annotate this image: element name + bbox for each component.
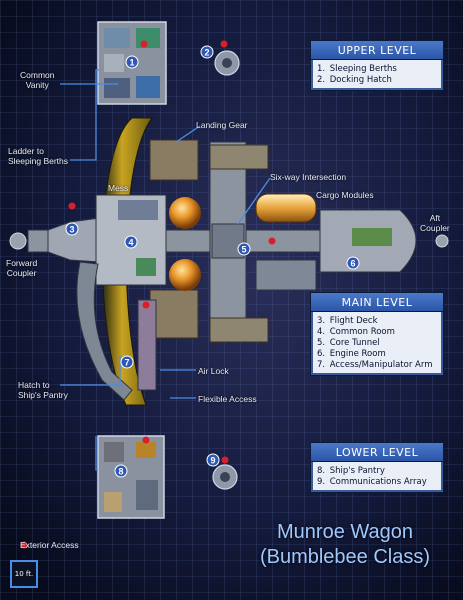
svg-text:1: 1 — [129, 58, 134, 68]
svg-text:7: 7 — [124, 358, 129, 368]
orange-sphere-upper — [169, 197, 201, 229]
cargo-module-upper — [255, 193, 317, 223]
label-hatch-to-ships-pantry: Hatch to Ship's Pantry — [18, 380, 68, 400]
marker-6: 6 — [346, 256, 360, 270]
map-title: Munroe Wagon (Bumblebee Class) — [250, 520, 440, 570]
svg-text:5: 5 — [241, 245, 246, 255]
legend-item: 6. Engine Room — [317, 349, 386, 359]
yellow-hull-ring — [101, 117, 154, 406]
map-title-line2: (Bumblebee Class) — [259, 546, 431, 568]
legend-lower-title: LOWER LEVEL — [311, 443, 443, 462]
label-landing-gear: Landing Gear — [196, 120, 248, 130]
scale-box: 10 ft. — [10, 560, 38, 588]
area-number-markers: 1 2 3 4 5 6 7 8 9 — [65, 45, 360, 478]
ships-pantry-room — [97, 435, 165, 519]
docking-hatch — [214, 50, 240, 76]
svg-text:9: 9 — [210, 456, 215, 466]
marker-7: 7 — [120, 355, 134, 369]
label-flexible-access: Flexible Access — [198, 394, 257, 404]
mess-area — [118, 200, 158, 220]
legend-item: 4. Common Room — [317, 327, 395, 337]
legend-item: 3. Flight Deck — [317, 316, 378, 326]
upper-cargo-pod — [209, 144, 269, 170]
aft-coupler — [435, 234, 449, 248]
legend-main-level: MAIN LEVEL 3. Flight Deck 4. Common Room… — [310, 292, 444, 376]
svg-text:3: 3 — [69, 225, 74, 235]
exterior-access-legend: Exterior Access — [20, 540, 79, 550]
legend-item: 1. Sleeping Berths — [317, 64, 397, 74]
label-six-way-intersection: Six-way Intersection — [270, 172, 347, 182]
legend-item: 8. Ship's Pantry — [317, 466, 385, 476]
sleeping-berths-room — [97, 21, 167, 105]
flexible-access-tube — [137, 299, 157, 391]
svg-text:6: 6 — [350, 259, 355, 269]
orange-sphere-lower — [169, 259, 201, 291]
legend-lower-level: LOWER LEVEL 8. Ship's Pantry 9. Communic… — [310, 442, 444, 493]
svg-text:8: 8 — [118, 467, 123, 477]
legend-item: 7. Access/Manipulator Arm — [317, 360, 433, 370]
label-cargo-modules: Cargo Modules — [316, 190, 374, 200]
green-console — [136, 258, 156, 276]
map-title-line1: Munroe Wagon — [277, 521, 413, 543]
manipulator-arm — [76, 261, 133, 401]
label-mess: Mess — [108, 183, 129, 193]
legend-upper-title: UPPER LEVEL — [311, 41, 443, 60]
exterior-access-dots — [20, 40, 276, 549]
marker-9: 9 — [206, 453, 220, 467]
lower-cargo-pod — [209, 317, 269, 343]
label-forward-coupler: Forward Coupler — [6, 258, 38, 278]
legend-item: 5. Core Tunnel — [317, 338, 380, 348]
legend-item: 2. Docking Hatch — [317, 75, 392, 85]
legend-item: 9. Communications Array — [317, 477, 427, 487]
svg-text:4: 4 — [128, 238, 133, 248]
legend-upper-level: UPPER LEVEL 1. Sleeping Berths 2. Dockin… — [310, 40, 444, 91]
marker-8: 8 — [114, 464, 128, 478]
label-ladder-to-sleeping-berths: Ladder to Sleeping Berths — [8, 146, 69, 166]
label-common-vanity: Common Vanity — [20, 70, 55, 90]
marker-3: 3 — [65, 222, 79, 236]
label-aft-coupler: Aft Coupler — [420, 213, 450, 233]
forward-coupler — [9, 232, 27, 250]
marker-1: 1 — [125, 55, 139, 69]
engine-core — [352, 228, 392, 246]
marker-2: 2 — [200, 45, 214, 59]
landing-gear-block-lower — [149, 289, 199, 339]
label-air-lock: Air Lock — [198, 366, 229, 376]
legend-main-title: MAIN LEVEL — [311, 293, 443, 312]
landing-gear-block — [149, 139, 199, 181]
cargo-module-lower — [255, 259, 317, 291]
svg-text:2: 2 — [204, 48, 209, 58]
callout-lines — [60, 69, 271, 471]
marker-5: 5 — [237, 242, 251, 256]
communications-array — [212, 464, 238, 490]
marker-4: 4 — [124, 235, 138, 249]
